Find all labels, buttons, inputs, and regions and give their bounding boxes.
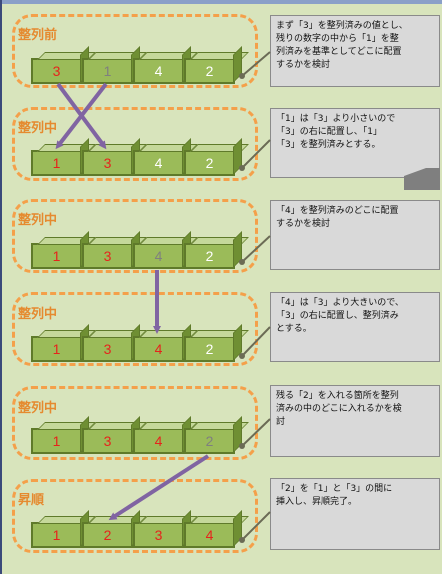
connector-line-3 xyxy=(241,326,271,357)
stage-label-1: 整列中 xyxy=(18,121,58,136)
cell-value-5-2: 3 xyxy=(154,527,163,543)
cell-4-2: 4 xyxy=(133,416,198,454)
cell-1-1: 3 xyxy=(82,138,147,176)
cell-value-4-0: 1 xyxy=(52,433,61,449)
cell-3-2: 4 xyxy=(133,324,198,362)
cell-0-2: 4 xyxy=(133,46,198,84)
cell-value-1-2: 4 xyxy=(154,155,163,171)
connector-dot-0 xyxy=(239,73,245,79)
note-box-4: 残る「2」を入れる箇所を整列 済みの中のどこに入れるかを検 討 xyxy=(270,385,440,457)
stage-box-5 xyxy=(12,479,258,553)
cell-value-2-3: 2 xyxy=(205,248,214,264)
stage-box-0 xyxy=(12,14,258,88)
note-box-1: 「1」は「3」より小さいので 「3」の右に配置し、「1」 「3」を整列済みとする… xyxy=(270,108,440,178)
stage-box-3 xyxy=(12,292,258,366)
connector-dot-1 xyxy=(239,165,245,171)
note-box-2: 「4」を整列済みのどこに配置 するかを検討 xyxy=(270,200,440,270)
cell-value-2-1: 3 xyxy=(103,248,112,264)
cell-2-3: 2 xyxy=(184,231,249,269)
cell-value-0-0: 3 xyxy=(52,63,61,79)
cell-value-0-2: 4 xyxy=(154,63,163,79)
note-box-3: 「4」は「3」より大きいので、 「3」の右に配置し、整列済み とする。 xyxy=(270,292,440,362)
stage-box-1 xyxy=(12,107,258,181)
connector-line-0 xyxy=(241,51,271,77)
cell-4-0: 1 xyxy=(31,416,96,454)
cell-4-1: 3 xyxy=(82,416,147,454)
cell-value-1-0: 1 xyxy=(52,155,61,171)
cell-1-3: 2 xyxy=(184,138,249,176)
cell-1-2: 4 xyxy=(133,138,198,176)
cell-2-0: 1 xyxy=(31,231,96,269)
cell-value-1-3: 2 xyxy=(205,155,214,171)
connector-dot-5 xyxy=(239,537,245,543)
connector-dot-3 xyxy=(239,353,245,359)
connector-line-2 xyxy=(241,235,271,263)
cell-2-1: 3 xyxy=(82,231,147,269)
decorative-shape xyxy=(404,168,440,190)
cell-value-4-2: 4 xyxy=(154,433,163,449)
cell-3-3: 2 xyxy=(184,324,249,362)
cell-value-3-0: 1 xyxy=(52,341,61,357)
cell-3-0: 1 xyxy=(31,324,96,362)
stage-label-3: 整列中 xyxy=(18,307,58,322)
connector-dot-4 xyxy=(239,443,245,449)
stage-label-0: 整列前 xyxy=(18,28,58,43)
stage-label-2: 整列中 xyxy=(18,213,58,228)
stage-box-2 xyxy=(12,199,258,273)
cell-0-3: 2 xyxy=(184,46,249,84)
cell-5-3: 4 xyxy=(184,510,249,548)
arrow-2-insert xyxy=(108,454,210,521)
cell-value-3-2: 4 xyxy=(154,341,163,357)
connector-dot-2 xyxy=(239,259,245,265)
cell-0-1: 1 xyxy=(82,46,147,84)
cell-4-3: 2 xyxy=(184,416,249,454)
left-border xyxy=(0,0,2,574)
stage-label-5: 昇順 xyxy=(18,493,45,508)
cell-value-5-3: 4 xyxy=(205,527,214,543)
cell-5-0: 1 xyxy=(31,510,96,548)
cell-value-0-3: 2 xyxy=(205,63,214,79)
cell-value-4-3: 2 xyxy=(205,433,214,449)
cell-5-2: 3 xyxy=(133,510,198,548)
arrow-1-to-left xyxy=(55,82,108,150)
cell-value-4-1: 3 xyxy=(103,433,112,449)
stage-box-4 xyxy=(12,386,258,460)
cell-value-0-1: 1 xyxy=(103,63,112,79)
connector-line-4 xyxy=(241,418,271,447)
cell-2-2: 4 xyxy=(133,231,198,269)
top-border xyxy=(0,0,442,4)
cell-value-5-0: 1 xyxy=(52,527,61,543)
stage-label-4: 整列中 xyxy=(18,401,58,416)
cell-value-2-2: 4 xyxy=(154,248,163,264)
connector-line-1 xyxy=(241,139,271,169)
cell-1-0: 1 xyxy=(31,138,96,176)
cell-value-3-1: 3 xyxy=(103,341,112,357)
cell-value-1-1: 3 xyxy=(103,155,112,171)
note-box-5: 「2」を「1」と「3」の間に 挿入し、昇順完了。 xyxy=(270,478,440,550)
cell-value-3-3: 2 xyxy=(205,341,214,357)
cell-3-1: 3 xyxy=(82,324,147,362)
cell-value-2-0: 1 xyxy=(52,248,61,264)
cell-0-0: 3 xyxy=(31,46,96,84)
connector-line-5 xyxy=(241,511,271,541)
cell-5-1: 2 xyxy=(82,510,147,548)
cell-value-5-1: 2 xyxy=(103,527,112,543)
note-box-0: まず「3」を整列済みの値とし、 残りの数字の中から「1」を整 列済みを基準として… xyxy=(270,15,440,87)
